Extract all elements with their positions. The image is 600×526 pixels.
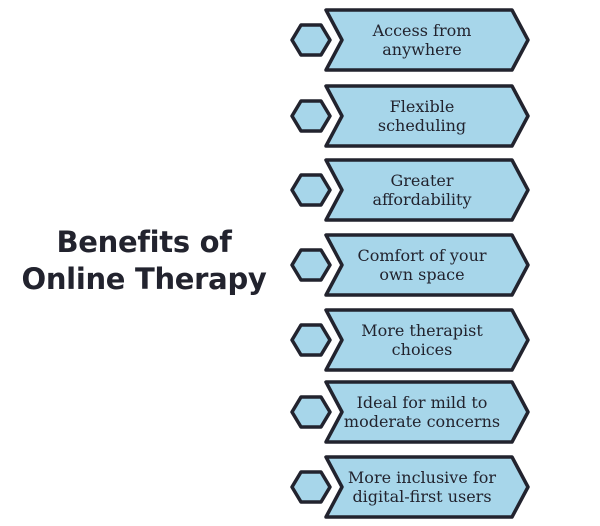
hexagon-arrow-shape (290, 8, 530, 72)
benefit-label: Access from anywhere (372, 21, 472, 59)
benefit-item-flexible: Flexible scheduling (290, 84, 530, 148)
title-line-2: Online Therapy (21, 262, 267, 296)
hexagon-arrow-shape (290, 380, 530, 444)
benefit-item-mild-concerns: Ideal for mild to moderate concerns (290, 380, 530, 444)
benefit-label: Ideal for mild to moderate concerns (343, 393, 501, 431)
benefit-label: More inclusive for digital-first users (347, 468, 497, 506)
diagram-title: Benefits of Online Therapy (8, 224, 280, 298)
benefit-item-access: Access from anywhere (290, 8, 530, 72)
benefit-label: Comfort of your own space (357, 246, 487, 284)
benefit-item-comfort: Comfort of your own space (290, 233, 530, 297)
hexagon-arrow-shape (290, 308, 530, 372)
hexagon-arrow-shape (290, 158, 530, 222)
title-line-1: Benefits of (56, 225, 232, 259)
benefit-label: Flexible scheduling (377, 97, 467, 135)
benefit-item-inclusive: More inclusive for digital-first users (290, 455, 530, 519)
hexagon-arrow-shape (290, 233, 530, 297)
benefit-item-choices: More therapist choices (290, 308, 530, 372)
benefit-label: Greater affordability (372, 171, 472, 209)
hexagon-arrow-shape (290, 84, 530, 148)
benefit-item-affordability: Greater affordability (290, 158, 530, 222)
hexagon-arrow-shape (290, 455, 530, 519)
benefit-label: More therapist choices (361, 321, 483, 359)
